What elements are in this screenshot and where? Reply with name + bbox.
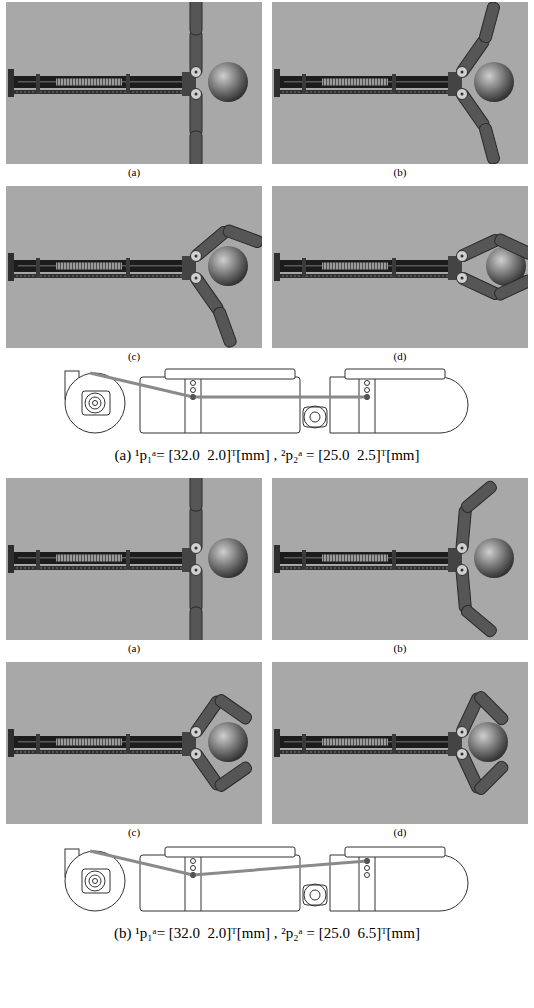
tendon-schematic [65,847,468,911]
panel-label: (d) [394,350,407,363]
panel-label: (c) [128,826,140,839]
panel-label: (c) [128,350,140,363]
panel-label: (a) [128,642,140,655]
figure-caption: (b) ¹p₁ᵃ= [32.0 2.0]ᵀ[mm] , ²p₂ᵃ = [25.0… [114,924,420,942]
sim-panel [6,0,262,172]
sim-panel [272,0,528,168]
figure-caption: (a) ¹p₁ᵃ= [32.0 2.0]ᵀ[mm] , ²p₂ᵃ = [25.0… [115,446,420,464]
sim-panel [272,186,534,348]
sim-panel [6,186,268,351]
sim-panel [272,662,528,824]
panel-label: (b) [394,166,407,179]
tendon-schematic [65,369,468,433]
sim-panel [6,662,262,824]
panel-label: (d) [394,826,407,839]
panel-label: (b) [394,642,407,655]
panel-label: (a) [128,166,140,179]
sim-panel [272,477,528,642]
sim-panel [6,470,262,648]
